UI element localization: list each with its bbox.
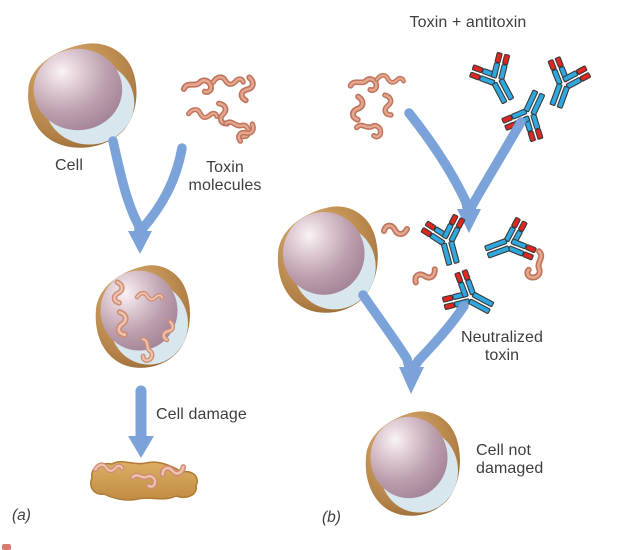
neutralized-toxin-label: Neutralized toxin [460, 329, 544, 365]
toxin-molecule-icon [382, 94, 394, 116]
toxin-molecule-icon [377, 74, 404, 85]
antibody-icon [478, 213, 541, 275]
antibody-icon [533, 52, 595, 115]
toxin-molecule-icon [384, 226, 407, 234]
toxin-molecule-icon [413, 266, 437, 285]
panel-b-tag: (b) [322, 509, 341, 526]
merge-arrow-icon [404, 108, 526, 233]
merge-arrow-icon [108, 136, 187, 254]
toxin-molecules-label: Toxin molecules [188, 159, 262, 195]
cell-icon [28, 43, 137, 148]
toxin-molecule-icon [356, 124, 381, 137]
toxin-molecule-icon [183, 79, 212, 96]
cell-label: Cell [55, 157, 83, 174]
panel-a-tag: (a) [12, 507, 31, 524]
antitoxin-antibodies-group [464, 47, 595, 147]
cell-damage-label: Cell damage [156, 406, 247, 423]
antibody-icon [437, 264, 503, 329]
toxin-molecules-group [183, 75, 256, 142]
cut-off-text-fragment [2, 544, 11, 550]
cell-with-toxins-group [95, 265, 190, 368]
toxin-molecules-group [350, 74, 404, 138]
toxin-molecule-icon [350, 78, 377, 93]
down-arrow-icon [128, 385, 154, 458]
toxin-antitoxin-header: Toxin + antitoxin [409, 14, 527, 31]
toxin-molecule-icon [352, 96, 363, 120]
merge-arrow-icon [358, 290, 469, 394]
toxin-molecule-icon [213, 75, 243, 86]
cell-not-damaged-label: Cell not damaged [476, 442, 544, 478]
damaged-cell-icon [90, 460, 198, 501]
cell-icon [95, 265, 190, 368]
cell-icon [365, 411, 460, 516]
antibody-icon [464, 47, 529, 113]
toxin-molecule-icon [189, 107, 218, 120]
